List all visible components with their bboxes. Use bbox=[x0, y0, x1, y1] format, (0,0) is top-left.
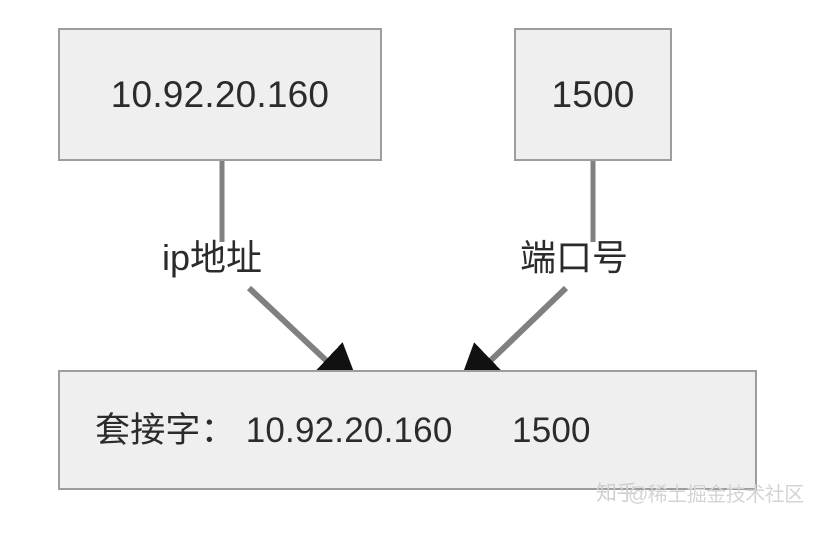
edge-label-ip-address: ip地址 bbox=[162, 237, 263, 278]
port-number-box[interactable]: 1500 bbox=[514, 28, 672, 161]
arrow-port-to-socket bbox=[454, 285, 569, 395]
edge-label-port-number: 端口号 bbox=[520, 237, 629, 278]
socket-text: 套接字： 10.92.20.160 1500 bbox=[95, 410, 591, 450]
watermark: 知乎 @稀土掘金技术社区 bbox=[596, 479, 811, 509]
ip-address-box[interactable]: 10.92.20.160 bbox=[58, 28, 382, 161]
ip-address-text: 10.92.20.160 bbox=[110, 74, 330, 115]
watermark-secondary-text: @稀土掘金技术社区 bbox=[628, 484, 804, 506]
arrow-ip-to-socket bbox=[246, 285, 363, 395]
socket-box[interactable]: 套接字： 10.92.20.160 1500 bbox=[58, 370, 757, 490]
port-number-text: 1500 bbox=[551, 74, 635, 115]
watermark-primary-text: 知乎 bbox=[596, 482, 638, 505]
